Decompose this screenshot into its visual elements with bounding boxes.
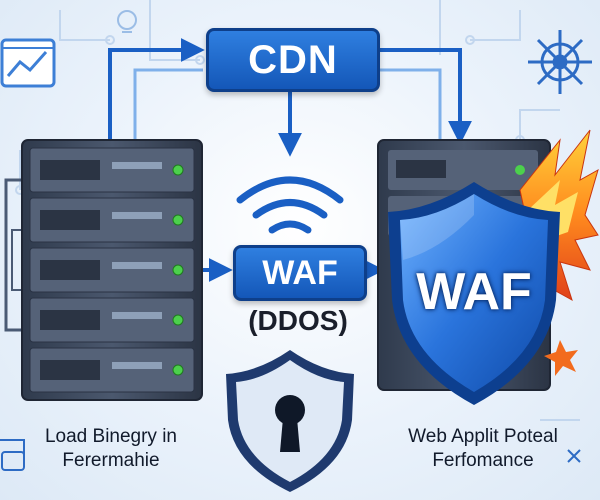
caption-line: Ferfomance (432, 450, 534, 471)
server-icon (21, 139, 203, 401)
caption-line: Ferermahie (62, 450, 160, 471)
chart-icon (0, 38, 56, 88)
circuit-decoration (0, 439, 581, 471)
load-balancer-caption: Load Binegry in Ferermahie (6, 425, 216, 473)
waf-caption: Web Applit Poteal Ferfomance (378, 425, 588, 473)
waf-shield-label: WAF (416, 263, 532, 321)
waf-node: WAF (233, 245, 367, 301)
lock-shield-icon (226, 350, 354, 492)
wifi-icon (236, 176, 344, 234)
ddos-label: (DDOS) (248, 305, 348, 336)
caption-line: Web Applit Poteal (408, 426, 558, 447)
lightbulb-icon (117, 10, 137, 33)
caption-line: Load Binegry in (44, 426, 178, 447)
waf-shield-icon (388, 182, 560, 405)
network-hub-icon (528, 30, 592, 94)
cdn-node: CDN (206, 28, 380, 92)
